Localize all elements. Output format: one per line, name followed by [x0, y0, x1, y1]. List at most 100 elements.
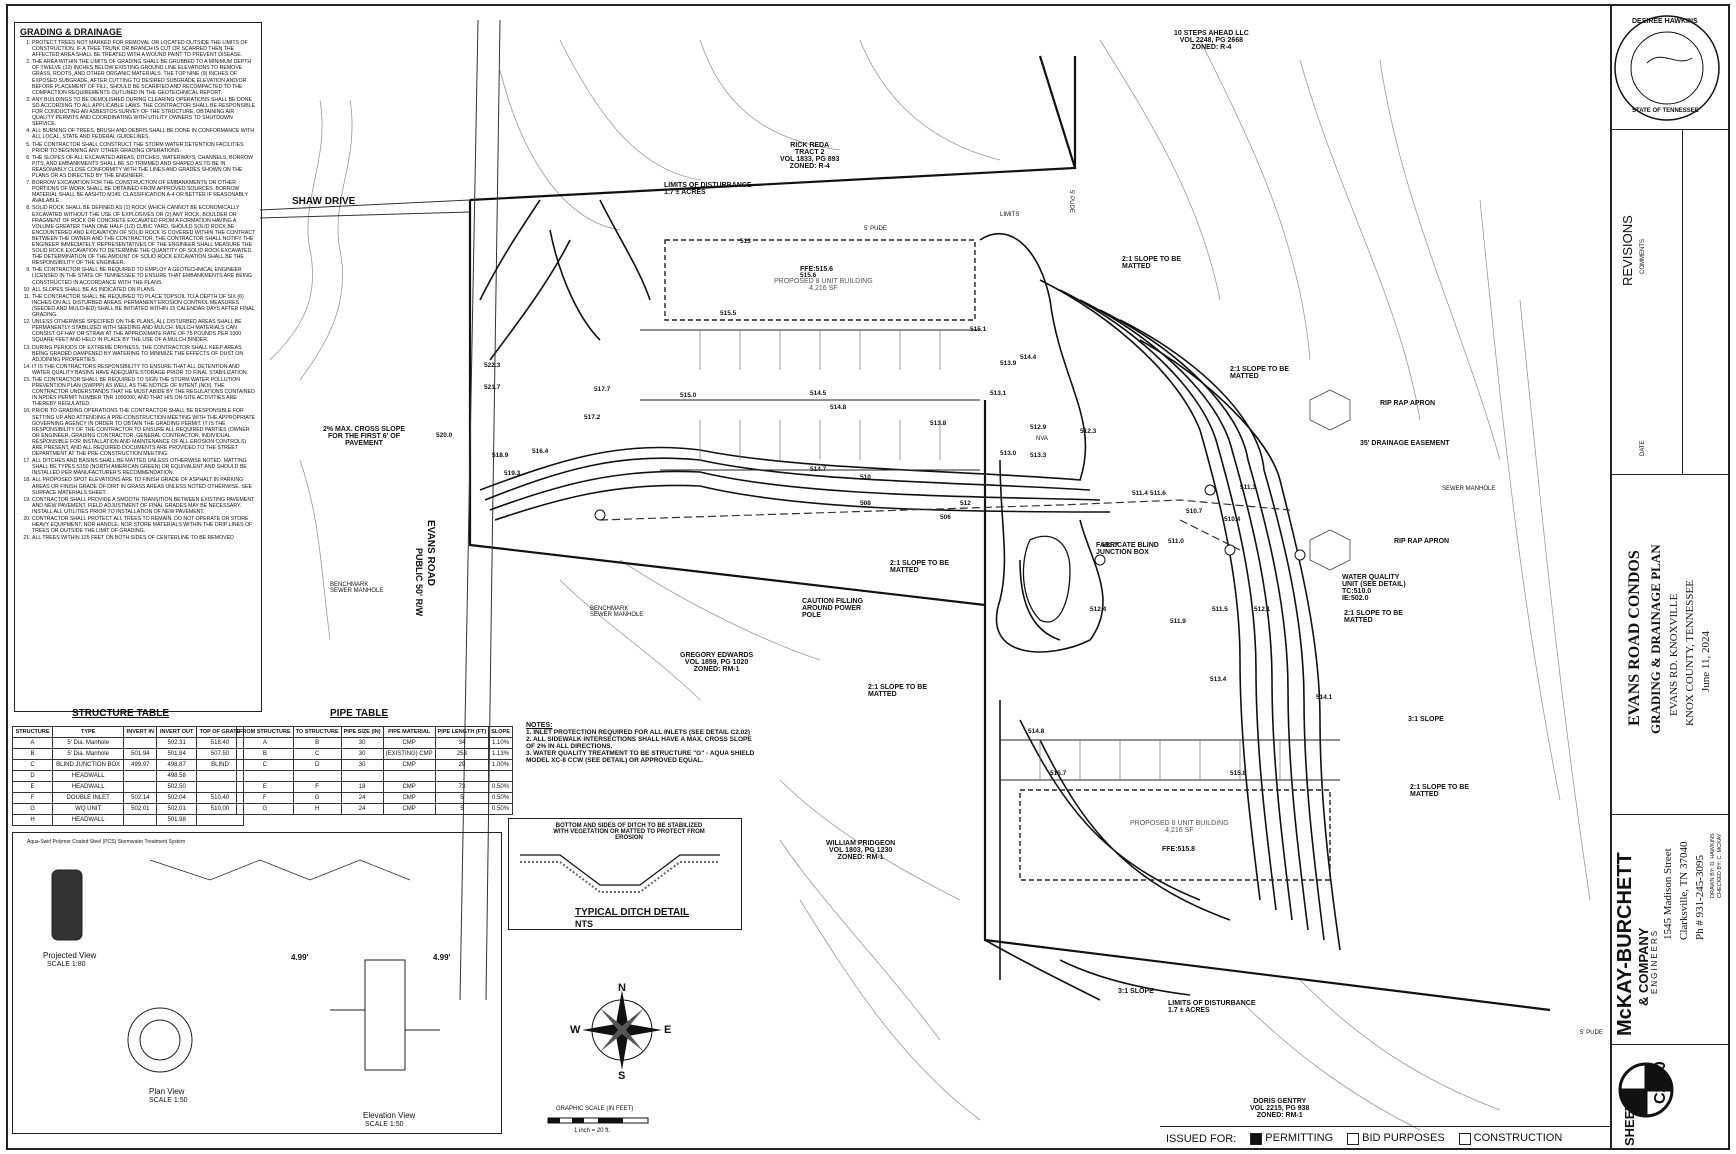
plan-notes: NOTES: 1. INLET PROTECTION REQUIRED FOR …: [526, 722, 756, 764]
spot-elevation: 513: [740, 238, 751, 245]
projected-scale: SCALE 1:80: [47, 961, 86, 968]
blind-jb-label: FABRICATE BLIND JUNCTION BOX: [1096, 542, 1159, 556]
bldg-top-name: PROPOSED 8 UNIT BUILDING: [774, 278, 873, 285]
spot-elevation: 516.4: [532, 448, 549, 455]
bldg-bot-sf: 4,216 SF: [1165, 827, 1194, 834]
pipe-cell: [236, 770, 294, 782]
lod-top: LIMITS OF DISTURBANCE 1.7 ± ACRES: [664, 182, 752, 196]
firm-address: 1545 Madison Street: [1662, 848, 1674, 940]
note-item: THE CONTRACTOR SHALL BE REQUIRED TO PLAC…: [32, 294, 256, 318]
pipe-cell: CMP: [382, 737, 436, 749]
note-item: ALL DITCHES AND BASINS SHALL BE MATTED U…: [32, 458, 256, 476]
note-item: CONTRACTOR SHALL PROTECT ALL TREES TO RE…: [32, 516, 256, 534]
issued-label: ISSUED FOR:: [1166, 1132, 1237, 1145]
structure-header: TYPE: [52, 726, 125, 738]
pude-label: 5' PUDE: [1068, 190, 1074, 213]
seal-state: STATE OF TENNESSEE: [1632, 108, 1699, 114]
compass-w: W: [570, 1024, 581, 1036]
pipe-cell: B: [236, 748, 294, 760]
wq-tc: TC:510.0: [1342, 588, 1372, 595]
graphic-scale-title: GRAPHIC SCALE (IN FEET): [556, 1106, 634, 1112]
structure-cell: 502.01: [123, 803, 158, 815]
pipe-cell: 1.10%: [488, 737, 513, 749]
note-item: SOLID ROCK SHALL BE DEFINED AS (1) ROCK …: [32, 205, 256, 266]
ditch-title: TYPICAL DITCH DETAIL: [575, 907, 690, 918]
gregory-vol: VOL 1859, PG 1020: [684, 659, 749, 666]
owner-reda: RICK REDA TRACT 2 VOL 1833, PG 893 ZONED…: [780, 142, 839, 170]
pipe-header: PIPE SIZE (IN): [340, 726, 384, 738]
reda-tract: TRACT 2: [794, 149, 825, 156]
riprap-label: RIP RAP APRON: [1394, 538, 1450, 545]
spot-elevation: 512.1: [1254, 606, 1271, 613]
checkbox-icon: [1458, 1132, 1471, 1145]
structure-cell: 502.50: [156, 781, 197, 793]
issued-option-label: PERMITTING: [1265, 1132, 1334, 1145]
lod-bottom: LIMITS OF DISTURBANCE 1.7 ± ACRES: [1168, 1000, 1256, 1014]
owner-doris: DORIS GENTRY VOL 2215, PG 938 ZONED: RM-…: [1250, 1098, 1309, 1119]
structure-cell: 499.97: [123, 759, 158, 771]
water-quality-detail: Aqua-Swirl Polymer Coated Steel (PCS) St…: [12, 832, 502, 1134]
william-zone: ZONED: RM-1: [837, 854, 884, 861]
lod-top-text: LIMITS OF DISTURBANCE: [664, 182, 752, 189]
spot-elevation: 517.2: [584, 414, 601, 421]
pipe-cell: A: [236, 737, 294, 749]
pipe-cell: F: [292, 781, 342, 793]
benchmark-label: BENCHMARK SEWER MANHOLE: [330, 582, 384, 594]
pipe-cell: 34: [434, 737, 490, 749]
wq-unit-label: WATER QUALITY UNIT (SEE DETAIL) TC:510.0…: [1342, 574, 1416, 602]
ditch-detail-box: BOTTOM AND SIDES OF DITCH TO BE STABILIZ…: [508, 818, 742, 930]
basin-outline: [1022, 535, 1071, 623]
structure-header: INVERT IN: [123, 726, 158, 738]
reda-vol: VOL 1833, PG 893: [780, 156, 840, 163]
issued-option-label: BID PURPOSES: [1362, 1132, 1445, 1145]
spot-elevation: 510: [860, 474, 871, 481]
spot-elevation: 511.6: [1150, 490, 1166, 497]
power-pole-label: CAUTION FILLING AROUND POWER POLE: [802, 598, 864, 619]
spot-elevation: 515.1: [970, 326, 987, 333]
firm-phone: Ph # 931-245-3095: [1694, 855, 1706, 940]
plan-date: June 11, 2024: [1700, 630, 1712, 692]
pipe-cell: 5: [434, 803, 490, 815]
doris-zone: ZONED: RM-1: [1256, 1112, 1303, 1119]
note-item: THE SLOPES OF ALL EXCAVATED AREAS, DITCH…: [32, 155, 256, 179]
spot-elevation: 512: [960, 500, 971, 507]
plan-view-scale: SCALE 1:50: [149, 1097, 188, 1104]
issued-option-permitting[interactable]: PERMITTING: [1250, 1132, 1334, 1145]
plan-note-item: 3. WATER QUALITY TREATMENT TO BE STRUCTU…: [526, 750, 755, 764]
firm-name-2: & COMPANY: [1636, 927, 1651, 1006]
structure-cell: DOUBLE INLET: [52, 792, 125, 804]
structure-cell: 501.84: [156, 748, 197, 760]
structure-cell: 502.14: [123, 792, 158, 804]
note-item: ALL BURNING OF TREES, BRUSH AND DEBRIS S…: [32, 128, 256, 140]
structure-cell: WQ UNIT: [52, 803, 125, 815]
structure-cell: [123, 781, 158, 793]
pipe-cell: [434, 770, 490, 782]
issued-option-bid[interactable]: BID PURPOSES: [1347, 1132, 1445, 1145]
owner-top: 10 STEPS AHEAD LLC VOL 2248, PG 2668 ZON…: [1174, 30, 1249, 51]
spot-elevation: 512.4: [1090, 606, 1107, 613]
issued-option-construction[interactable]: CONSTRUCTION: [1458, 1132, 1562, 1145]
structure-table-title: STRUCTURE TABLE: [72, 708, 170, 719]
ditch-scale: NTS: [575, 919, 593, 929]
owner-gregory: GREGORY EDWARDS VOL 1859, PG 1020 ZONED:…: [680, 652, 753, 673]
pipe-header: SLOPE: [488, 726, 513, 738]
compass-e: E: [664, 1024, 672, 1036]
pipe-header: PIPE LENGTH (FT): [434, 726, 490, 738]
structure-cell: 502.01: [156, 803, 197, 815]
pipe-cell: [292, 770, 342, 782]
spot-elevation: 512.3: [1080, 428, 1097, 435]
spot-elevation: 514.8: [1028, 728, 1045, 735]
reda-zone: ZONED: R-4: [789, 163, 830, 170]
bldg-top-ffe: FFE:515.6: [800, 266, 834, 273]
spot-elevation: 518.9: [492, 452, 509, 459]
slope-label: 2:1 SLOPE TO BE MATTED: [868, 684, 927, 698]
bldg-top-sf: 4,216 SF: [809, 285, 838, 292]
spot-elevation: 514.7: [810, 466, 827, 473]
nva-label: NVA: [1036, 436, 1048, 442]
shaw-drive-label: SHAW DRIVE: [292, 196, 356, 207]
